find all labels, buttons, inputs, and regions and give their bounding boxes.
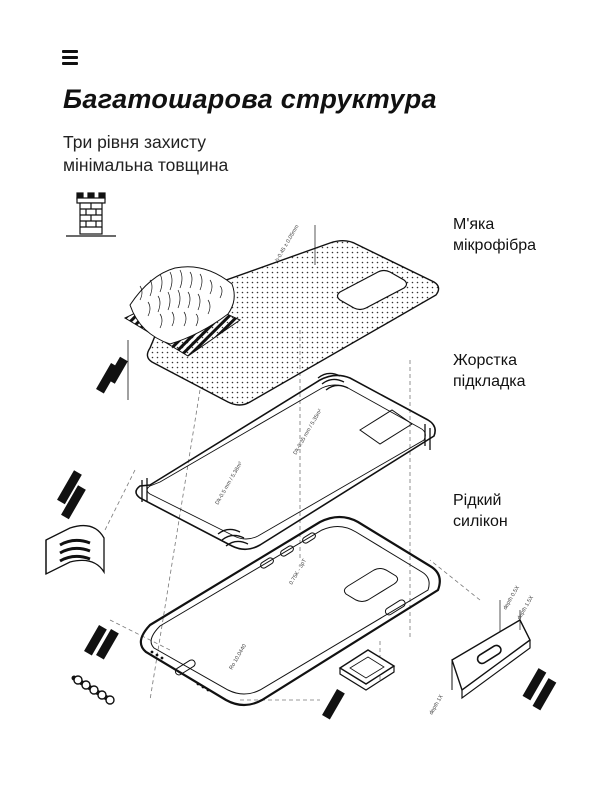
dimension-text-shell-2: Dk-0.5 mm / 5.38m² — [215, 461, 245, 506]
subtitle-line-2: мінімальна товщина — [63, 155, 229, 175]
dimension-text-silicone: 0.75K - 3pT — [289, 558, 309, 586]
dimension-text-side: depth 0.5X — [503, 585, 522, 611]
page-title: Багатошарова структура — [63, 84, 437, 114]
camera-detail — [322, 649, 396, 720]
microfiber-layer: h-0.45 ± 0.05mm — [123, 224, 440, 406]
corner-bumper-detail — [45, 470, 105, 576]
layer-label-liquid-silicone: Рідкий силікон — [453, 492, 508, 530]
dimension-text-side-3: depth 1X — [429, 694, 445, 716]
dimension-text-shell: Dk-0.35 mm / 5.35m² — [293, 408, 324, 456]
button-detail — [71, 625, 119, 705]
assembly-guide-lines — [104, 330, 481, 701]
fiber-detail-callout — [96, 340, 129, 400]
dimension-text-side-2: depth 1.5X — [517, 595, 536, 621]
menu-icon[interactable] — [62, 50, 78, 66]
tower-icon — [66, 192, 116, 237]
subtitle-line-1: Три рівня захисту — [63, 132, 206, 152]
layer-label-microfiber: М'яка мікрофібра — [453, 216, 537, 254]
hard-shell-layer: Dk-0.35 mm / 5.35m² Dk-0.5 mm / 5.38m² — [135, 372, 436, 551]
microfiber-fibers — [123, 266, 242, 357]
layer-label-hard-shell: Жорстка підкладка — [453, 352, 526, 390]
page-subtitle: Три рівня захисту мінімальна товщина — [63, 131, 228, 177]
dimension-text-silicone-2: Ro 10.0440 — [229, 643, 248, 671]
side-button-detail: depth 0.5X depth 1.5X depth 1X — [429, 585, 557, 716]
silicone-case-layer: 0.75K - 3pT Ro 10.0440 — [139, 515, 441, 707]
